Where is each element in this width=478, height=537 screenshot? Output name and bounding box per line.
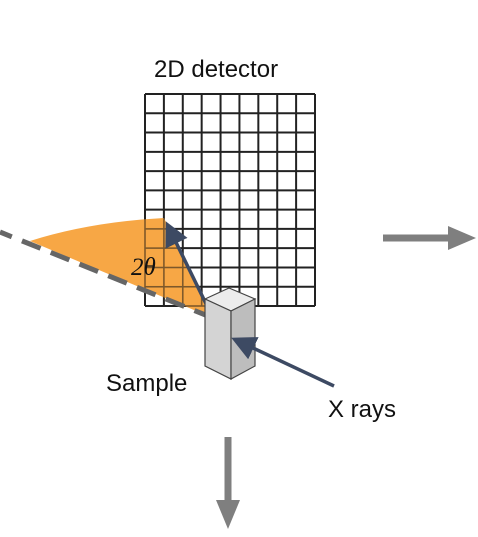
x-ray-beam-arrow bbox=[231, 337, 335, 388]
two-theta-label: 2θ bbox=[131, 254, 156, 281]
sample-block bbox=[203, 287, 257, 381]
direct-beam-dashed-line bbox=[0, 229, 214, 321]
x-rays-label: X rays bbox=[328, 396, 397, 423]
axis-down-arrow-icon bbox=[216, 437, 240, 529]
sample-label: Sample bbox=[106, 370, 188, 397]
axis-right-arrow-icon bbox=[383, 226, 476, 250]
detector-grid bbox=[144, 93, 316, 307]
detector-label: 2D detector bbox=[154, 56, 279, 83]
